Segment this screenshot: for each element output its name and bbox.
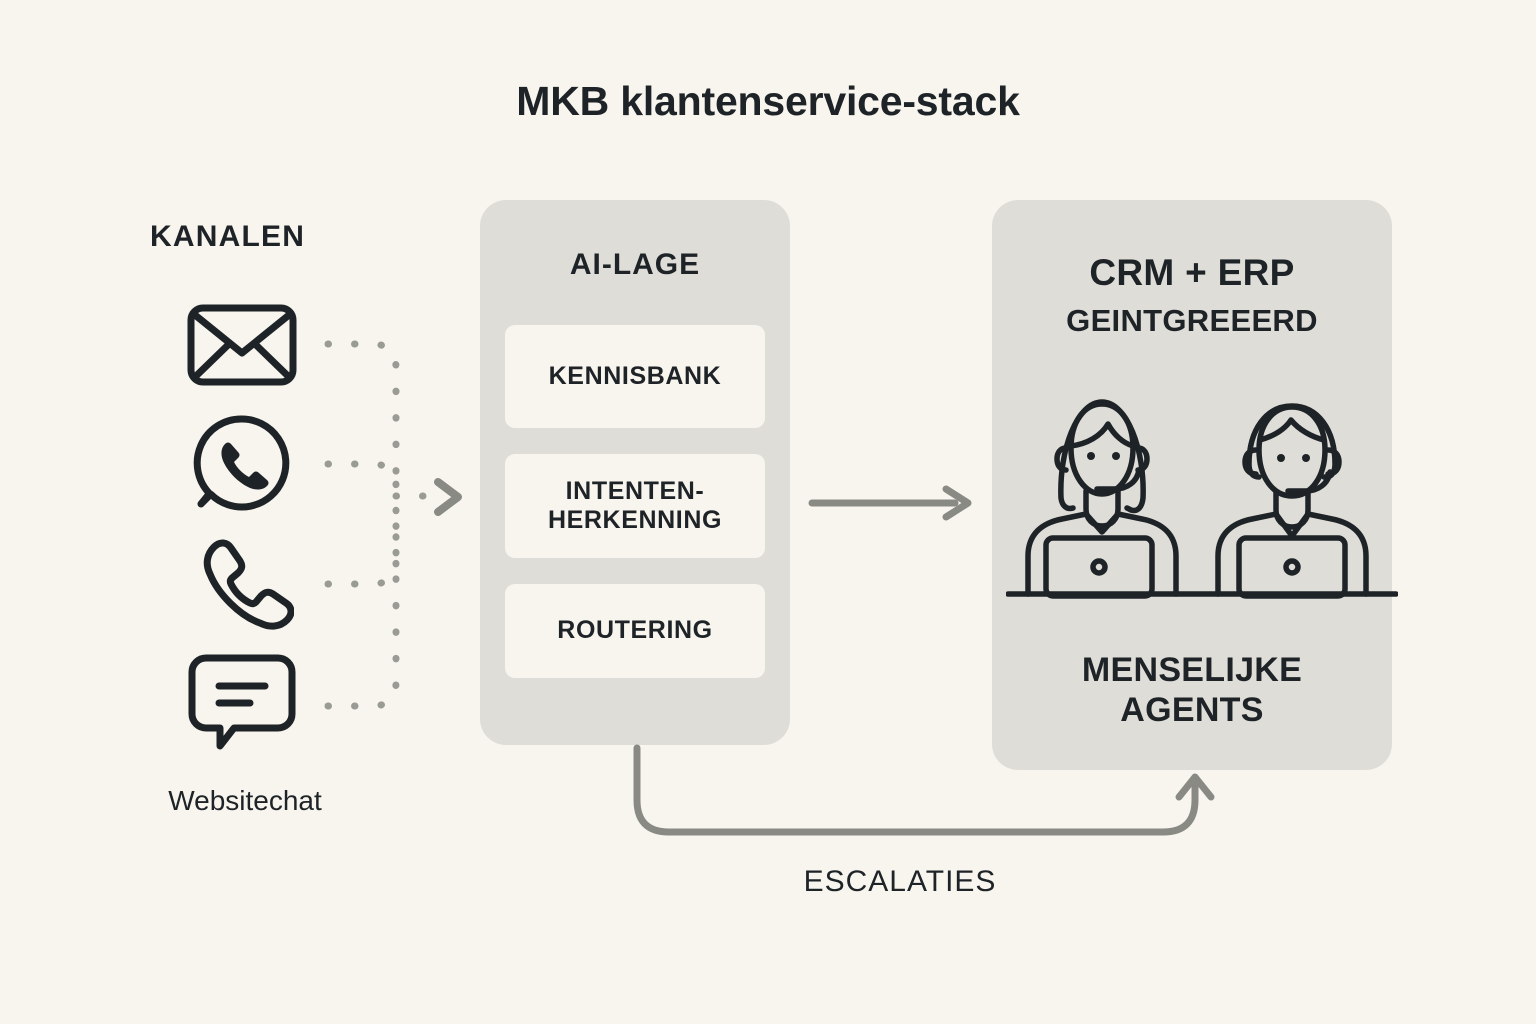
channels-heading: KANALEN (150, 220, 306, 253)
email-envelope-icon (182, 295, 302, 395)
chat-bubble-icon (182, 650, 302, 750)
crm-erp-title: CRM + ERP (1089, 252, 1295, 293)
human-agents-illustration (1005, 378, 1399, 628)
escalation-label: ESCALATIES (803, 865, 997, 898)
dotted-line-phone (324, 496, 400, 588)
ai-card-intentenherkenning[interactable]: INTENTEN-HERKENNING (505, 454, 765, 558)
arrow-ai-to-crm (808, 485, 972, 521)
phone-handset-icon (182, 533, 302, 633)
whatsapp-icon (182, 413, 302, 513)
ai-card-kennisbank[interactable]: KENNISBANK (505, 325, 765, 428)
page-title: MKB klantenservice-stack (516, 78, 1020, 124)
ai-card-routering[interactable]: ROUTERING (505, 584, 765, 678)
dotted-line-chat (324, 496, 400, 710)
dotted-line-whatsapp (324, 460, 400, 490)
ai-layer-title: AI-LAGE (569, 248, 701, 281)
dotted-line-email (324, 340, 400, 490)
channels-caption: Websitechat (168, 785, 322, 816)
crm-erp-subtitle: GEINTGREEERD (1066, 303, 1318, 338)
arrowhead-to-ai-layer (434, 478, 462, 516)
